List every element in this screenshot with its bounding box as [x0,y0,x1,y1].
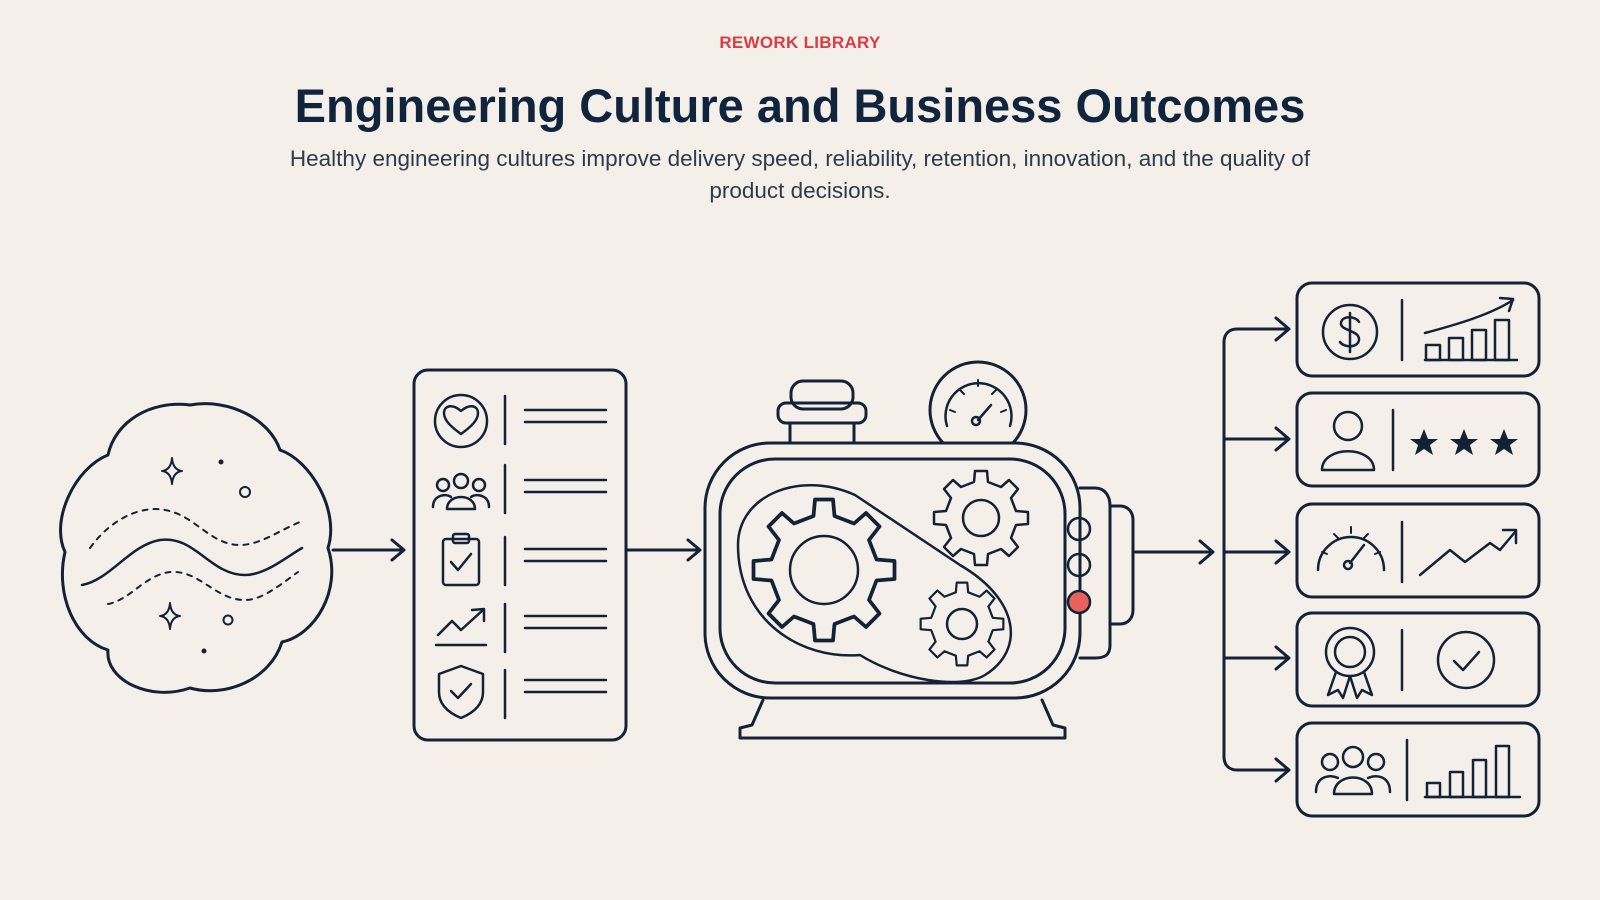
gear-icon [919,581,1005,667]
three-stars-icon [1410,429,1518,455]
dollar-icon [1321,303,1379,361]
outcome-card-quality [1295,611,1541,708]
page-subtitle: Healthy engineering cultures improve del… [289,146,1311,203]
award-ribbon-icon [1324,626,1376,700]
wave-icon [80,508,304,605]
shield-check-icon [437,664,485,720]
team-icon [431,472,491,511]
heart-icon [433,393,489,449]
outcome-card-customer-satisfaction [1295,391,1541,488]
clipboard-check-icon [441,532,481,587]
sparkle-icon [159,457,183,630]
trend-line-icon [1418,528,1518,577]
outcome-card-retention [1295,721,1541,818]
check-circle-icon [1436,630,1496,690]
flow-arrow [331,538,406,562]
eyebrow-label: REWORK LIBRARY [719,33,881,52]
engine [703,360,1135,740]
trend-up-icon [434,607,488,647]
indicator-light-icon [1066,516,1092,615]
flow-arrow [1133,539,1215,565]
gear-icon [932,469,1030,567]
bar-chart-icon [1423,744,1522,799]
gear-icon [751,497,897,643]
branch-connectors [1222,316,1291,783]
practices-checklist [412,368,628,742]
person-icon [1320,410,1376,472]
dot-icon [201,459,251,654]
culture-cloud [59,402,334,694]
page-title: Engineering Culture and Business Outcome… [294,79,1306,132]
outcome-card-revenue [1295,281,1541,378]
speedometer-icon [1316,526,1386,572]
outcome-card-delivery-speed [1295,502,1541,599]
flow-arrow [625,538,702,562]
team-icon [1314,745,1392,796]
growth-bar-chart-icon [1423,296,1519,362]
